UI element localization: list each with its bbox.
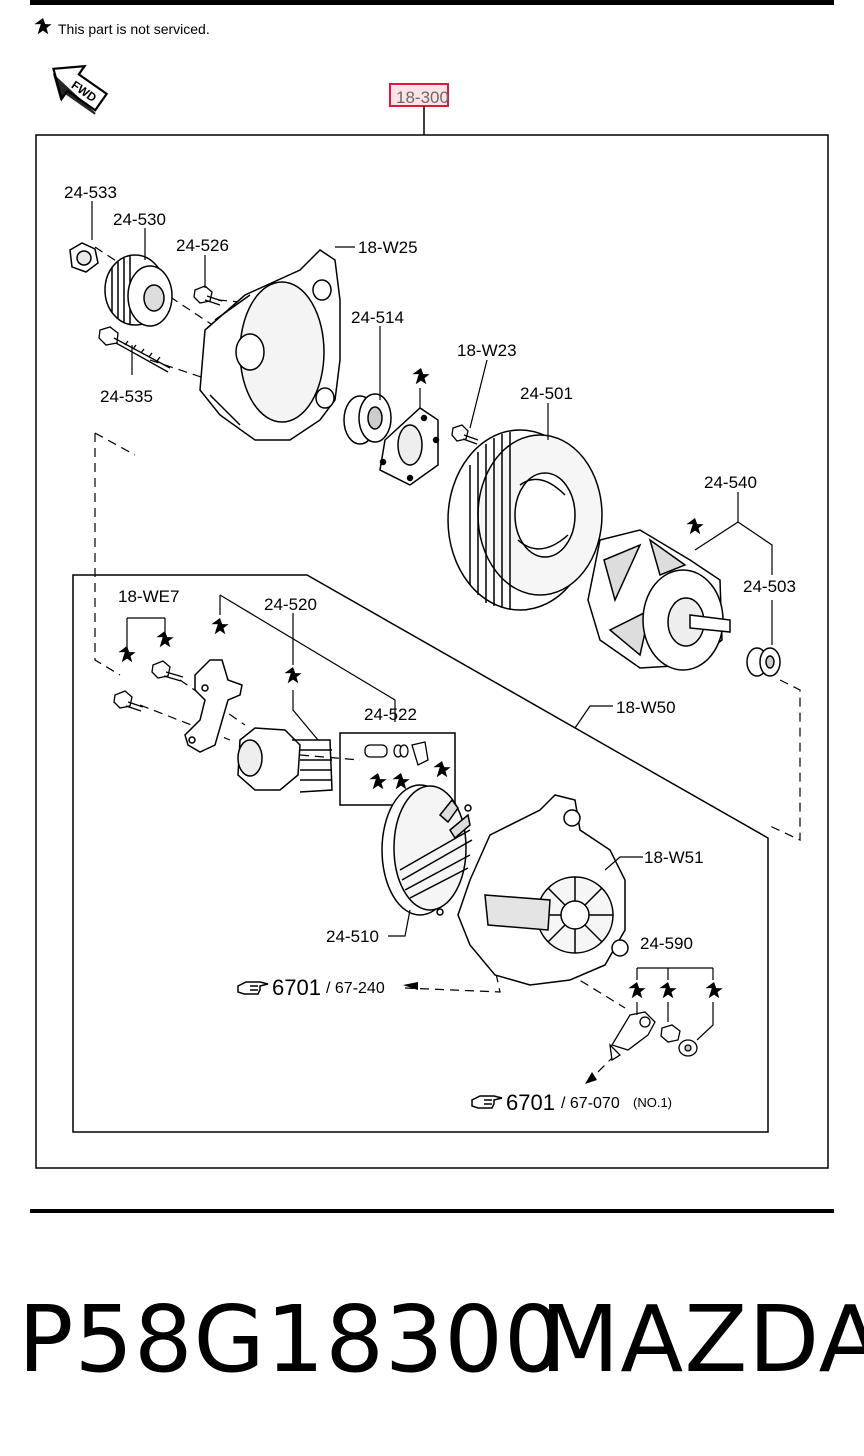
star-icon	[686, 518, 704, 535]
reference-sub-label: / 67-070	[561, 1095, 620, 1112]
assembly-lines	[94, 246, 801, 1081]
callout-labels[interactable]: 24-533 24-530 24-526 18-W25 24-514 18-W2…	[64, 183, 796, 953]
callout-24-510[interactable]: 24-510	[326, 927, 379, 946]
screw-part	[451, 424, 479, 445]
note-text: This part is not serviced.	[58, 21, 210, 37]
assembly-ref-highlight	[389, 83, 449, 107]
callout-24-535[interactable]: 24-535	[100, 387, 153, 406]
we7-bolts-part	[113, 660, 184, 712]
reference-extra-label: (NO.1)	[633, 1095, 672, 1110]
reference-67-240[interactable]: 6701 / 67-240	[237, 975, 385, 1000]
brand-name: MAZDA	[540, 1286, 864, 1393]
pulley-nut-part	[69, 242, 99, 273]
star-icon	[156, 631, 174, 648]
callout-24-540[interactable]: 24-540	[704, 473, 757, 492]
callout-18-w23[interactable]: 18-W23	[457, 341, 517, 360]
star-icon	[392, 773, 410, 790]
star-icon	[433, 761, 451, 778]
callout-18-w50[interactable]: 18-W50	[616, 698, 676, 717]
pointing-hand-icon	[237, 981, 269, 995]
star-icon	[412, 368, 430, 385]
rectifier-part	[381, 784, 473, 916]
star-icon	[705, 982, 723, 999]
top-rule	[30, 0, 834, 5]
callout-24-533[interactable]: 24-533	[64, 183, 117, 202]
reference-main-label: 6701	[272, 975, 321, 1000]
pulley-bolt-part	[98, 326, 171, 373]
small-bolt-part	[193, 285, 223, 306]
assembly-ref-label: 18-300	[396, 88, 449, 107]
callout-18-w51[interactable]: 18-W51	[644, 848, 704, 867]
callout-18-w25[interactable]: 18-W25	[358, 238, 418, 257]
terminal-parts	[609, 1011, 698, 1062]
star-icon	[211, 618, 229, 635]
rear-housing-part	[457, 794, 629, 986]
callout-24-514[interactable]: 24-514	[351, 308, 404, 327]
assembly-ref[interactable]: 18-300	[389, 83, 449, 107]
not-serviced-note: This part is not serviced.	[34, 18, 210, 37]
callout-24-530[interactable]: 24-530	[113, 210, 166, 229]
reference-67-070[interactable]: 6701 / 67-070 (NO.1)	[471, 1090, 672, 1115]
callout-18-we7[interactable]: 18-WE7	[118, 587, 179, 606]
callout-24-590[interactable]: 24-590	[640, 934, 693, 953]
star-icon	[34, 18, 52, 35]
inner-frame	[72, 574, 769, 1133]
star-icon	[628, 982, 646, 999]
reference-main-label: 6701	[506, 1090, 555, 1115]
callout-24-522[interactable]: 24-522	[364, 705, 417, 724]
reference-sub-label: / 67-240	[326, 980, 385, 997]
star-icon	[659, 982, 677, 999]
brush-kit-parts	[364, 741, 429, 766]
brush-holder-part	[237, 727, 333, 793]
pulley-part	[104, 254, 173, 327]
callout-24-501[interactable]: 24-501	[520, 384, 573, 403]
bearing-part	[343, 393, 392, 445]
fwd-arrow-icon: FWD	[52, 64, 109, 115]
stator-part	[447, 429, 603, 611]
part-number: P58G18300	[18, 1286, 564, 1393]
front-housing-part	[199, 249, 341, 441]
leader-lines	[91, 201, 773, 1041]
rear-bearing-part	[746, 647, 781, 677]
callout-24-520[interactable]: 24-520	[264, 595, 317, 614]
bottom-rule	[30, 1209, 834, 1213]
rotor-part	[587, 529, 731, 671]
outer-frame	[35, 134, 829, 1169]
callout-24-503[interactable]: 24-503	[743, 577, 796, 596]
terminal-bracket-part	[184, 659, 243, 753]
pointing-hand-icon	[471, 1095, 503, 1109]
star-icon	[284, 667, 302, 684]
callout-24-526[interactable]: 24-526	[176, 236, 229, 255]
star-icon	[369, 773, 387, 790]
star-icon	[118, 646, 136, 663]
